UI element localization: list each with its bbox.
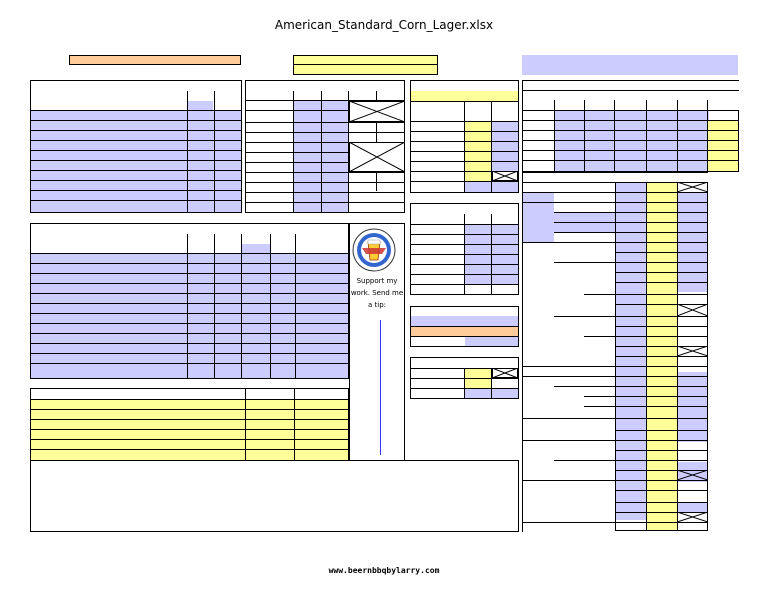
yeast-table	[410, 357, 519, 399]
cross-icon	[349, 142, 405, 172]
header-bar-yellow	[293, 55, 438, 75]
cross-icon	[677, 346, 708, 356]
efficiency-table	[410, 306, 519, 347]
cross-icon	[349, 101, 405, 122]
cross-icon	[677, 470, 708, 480]
fermentables-table	[30, 223, 349, 379]
tip-text: Support my work. Send me a tip:	[350, 277, 404, 309]
cross-icon	[677, 512, 708, 522]
hops-table	[245, 80, 405, 213]
header-bar-lavender	[522, 55, 738, 75]
recipe-targets-table	[522, 172, 708, 532]
cross-icon	[492, 171, 518, 181]
boil-schedule-table	[30, 388, 349, 461]
cross-icon	[677, 304, 708, 316]
mash-table	[410, 203, 519, 295]
cross-icon	[492, 368, 518, 378]
tip-link-line[interactable]	[380, 320, 381, 455]
water-profile-table	[410, 80, 519, 193]
grain-bill-table	[30, 80, 242, 213]
notes-box[interactable]	[30, 460, 519, 532]
calculations-table	[522, 80, 739, 172]
header-bar-peach	[69, 55, 241, 65]
footer-url[interactable]: www.beernbbqbylarry.com	[328, 566, 440, 575]
beer-n-bbq-logo[interactable]	[352, 228, 396, 272]
sheet-title: American_Standard_Corn_Lager.xlsx	[274, 18, 494, 32]
cross-icon	[677, 182, 708, 192]
